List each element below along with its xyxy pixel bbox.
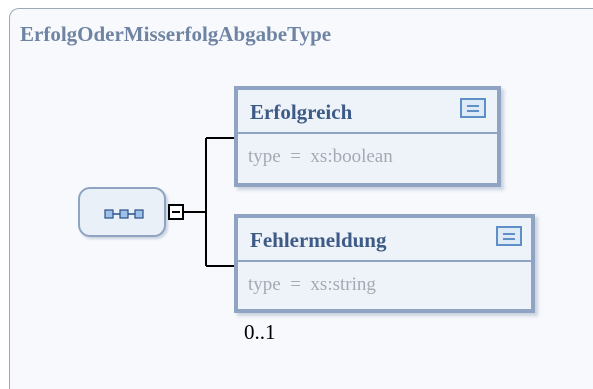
collapse-minus-icon[interactable]	[168, 204, 184, 220]
sequence-icon	[104, 209, 144, 219]
element-type: type = xs:boolean	[248, 146, 393, 167]
element-box-fehlermeldung[interactable]: Fehlermeldung type = xs:string	[234, 214, 535, 313]
documentation-icon[interactable]	[460, 98, 486, 118]
element-header: Erfolgreich	[238, 90, 497, 134]
element-name: Erfolgreich	[250, 100, 353, 124]
documentation-icon[interactable]	[496, 226, 522, 246]
element-name: Fehlermeldung	[250, 228, 387, 252]
sequence-compositor[interactable]	[78, 187, 166, 237]
occurrence-label: 0..1	[244, 320, 276, 344]
element-header: Fehlermeldung	[238, 218, 531, 262]
element-box-erfolgreich[interactable]: Erfolgreich type = xs:boolean	[234, 86, 501, 187]
element-type: type = xs:string	[248, 274, 376, 295]
connector-lines	[184, 137, 237, 267]
complex-type-title: ErfolgOderMisserfolgAbgabeType	[20, 22, 332, 46]
